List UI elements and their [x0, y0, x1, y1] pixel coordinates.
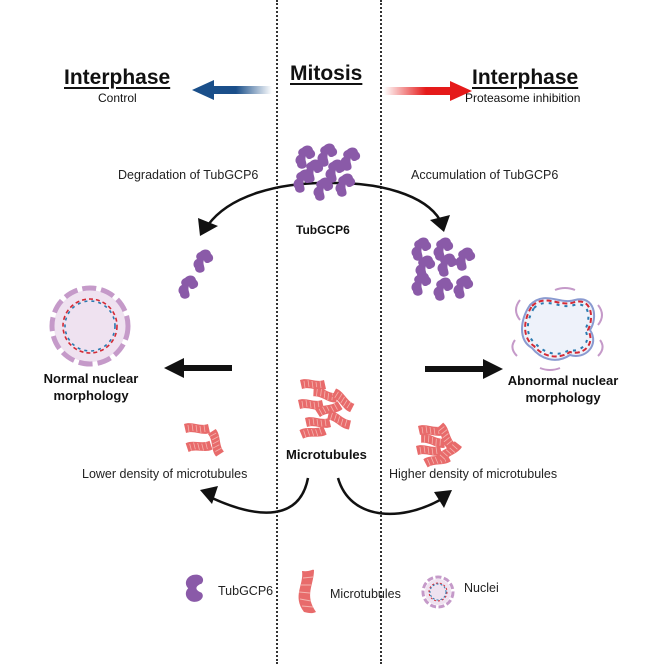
degradation-arrow [206, 181, 331, 226]
accumulation-label: Accumulation of TubGCP6 [411, 168, 559, 182]
divider-left [276, 0, 278, 664]
control-arrow [192, 80, 272, 100]
abnormal-morphology-label: Abnormal nuclear morphology [498, 372, 628, 406]
center-phase-title: Mitosis [290, 62, 363, 85]
arrow-to-abnormal [425, 359, 503, 379]
tubgcp6-cluster-center [293, 143, 361, 201]
tubgcp6-accumulated [411, 237, 476, 301]
right-phase-subtitle: Proteasome inhibition [465, 91, 581, 105]
legend-tubgcp6-label: TubGCP6 [218, 584, 274, 598]
normal-line1: Normal nuclear [43, 371, 139, 386]
legend-microtubules-label: Microtubules [330, 587, 401, 601]
divider-right [380, 0, 382, 664]
legend-tubgcp6-icon [185, 574, 204, 602]
microtubules-center-label: Microtubules [286, 447, 367, 462]
lower-density-arrow [211, 477, 310, 514]
degradation-label: Degradation of TubGCP6 [118, 168, 259, 182]
normal-line2: morphology [53, 388, 129, 403]
higher-density-label: Higher density of microtubules [389, 467, 558, 481]
microtubules-high-density [415, 421, 463, 470]
normal-nucleus [49, 285, 131, 367]
microtubules-low-density [183, 422, 226, 458]
tubgcp6-degraded [178, 249, 214, 299]
abnormal-line1: Abnormal nuclear [507, 373, 619, 388]
legend-nuclei-label: Nuclei [464, 581, 499, 595]
legend-nucleus-icon [421, 575, 455, 609]
arrow-to-normal [164, 358, 232, 378]
left-phase-title: Interphase [64, 66, 171, 89]
higher-density-arrow [336, 477, 441, 516]
right-phase-title: Interphase [472, 66, 579, 89]
lower-density-label: Lower density of microtubules [82, 467, 248, 481]
tubgcp6-center-label: TubGCP6 [296, 223, 350, 237]
legend-microtubule-icon [298, 569, 316, 614]
microtubules-cluster-center [297, 378, 357, 441]
abnormal-line2: morphology [525, 390, 601, 405]
accumulation-arrow [329, 181, 442, 221]
left-phase-subtitle: Control [98, 91, 137, 105]
inhibition-arrow [384, 81, 472, 101]
abnormal-nucleus [511, 287, 604, 371]
normal-morphology-label: Normal nuclear morphology [36, 370, 146, 404]
